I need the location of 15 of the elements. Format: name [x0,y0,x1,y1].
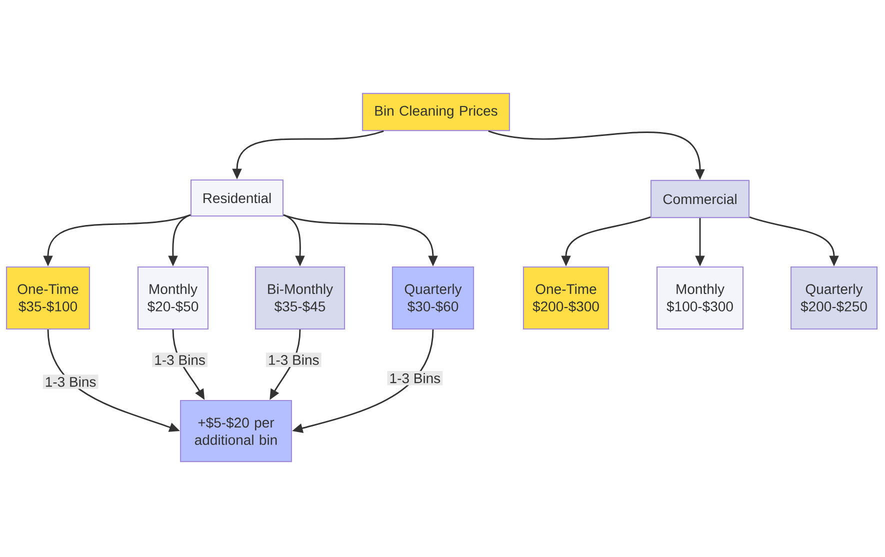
process-box: Residential [190,179,284,217]
edge-label: 1-3 Bins [152,352,208,367]
process-box: One-Time $200-$300 [522,266,610,330]
process-box: Bin Cleaning Prices [362,92,510,132]
process-box: Quarterly $200-$250 [790,266,878,330]
process-box: One-Time $35-$100 [6,266,90,330]
process-box: Monthly $100-$300 [656,266,744,330]
edge-label: 1-3 Bins [387,370,443,386]
edge-label: 1-3 Bins [42,374,98,389]
process-box: Quarterly $30-$60 [392,266,474,330]
process-box: +$5-$20 per additional bin [180,400,292,462]
process-box: Commercial [650,180,750,218]
edge-label: 1-3 Bins [266,352,322,367]
process-box: Bi-Monthly $35-$45 [254,266,346,330]
process-box: Monthly $20-$50 [137,266,209,330]
